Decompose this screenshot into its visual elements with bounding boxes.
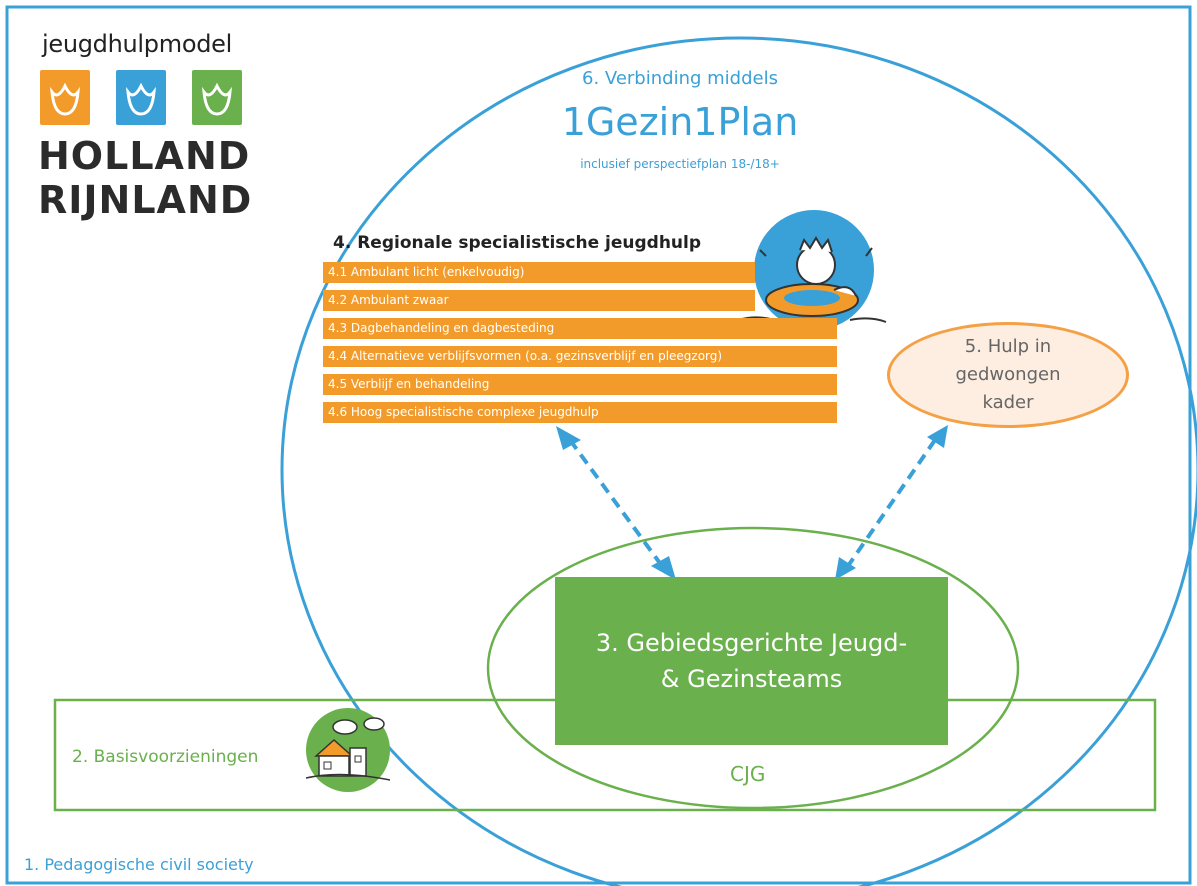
logo-rijnland: RIJNLAND — [38, 178, 253, 222]
tulip-icon — [50, 82, 80, 116]
logo-tile-blue — [116, 70, 166, 125]
logo-holland: HOLLAND — [38, 134, 251, 178]
logo-subtitle: jeugdhulpmodel — [42, 30, 232, 58]
section5-node: 5. Hulp in gedwongen kader — [887, 322, 1129, 428]
arrow-right-head-bottom — [835, 557, 856, 580]
cjg-label: CJG — [730, 762, 766, 786]
child-swim-ring-illustration — [737, 210, 887, 330]
section4-item-6: 4.6 Hoog specialistische complexe jeugdh… — [323, 402, 837, 423]
section5-label: 5. Hulp in gedwongen kader — [955, 336, 1061, 413]
big-circle — [280, 36, 1197, 886]
cjg-ellipse — [486, 526, 1020, 810]
section4-item-2: 4.2 Ambulant zwaar — [323, 290, 755, 311]
section4-item-4: 4.4 Alternatieve verblijfsvormen (o.a. g… — [323, 346, 837, 367]
section6-subtitle: inclusief perspectiefplan 18-/18+ — [580, 157, 780, 171]
arrow-right-head-top — [927, 425, 948, 448]
arrow-right — [846, 438, 937, 568]
section6-plan: 1Gezin1Plan — [561, 100, 799, 144]
section1-label: 1. Pedagogische civil society — [24, 855, 254, 874]
section4-item-3: 4.3 Dagbehandeling en dagbesteding — [323, 318, 837, 339]
house-illustration — [305, 708, 391, 792]
section6-title: 6. Verbinding middels — [582, 68, 778, 89]
section2-label: 2. Basisvoorzieningen — [72, 747, 259, 767]
outer-frame — [5, 5, 1192, 885]
arrow-left-head-bottom — [651, 556, 676, 580]
section3-label: 3. Gebiedsgerichte Jeugd- & Gezinsteams — [595, 629, 908, 693]
tulip-icon — [202, 82, 232, 116]
logo-tile-orange — [40, 70, 90, 125]
section4-item-5: 4.5 Verblijf en behandeling — [323, 374, 837, 395]
section3-node: 3. Gebiedsgerichte Jeugd- & Gezinsteams — [555, 577, 948, 745]
section4-item-1: 4.1 Ambulant licht (enkelvoudig) — [323, 262, 755, 283]
logo-tile-green — [192, 70, 242, 125]
tulip-icon — [126, 82, 156, 116]
arrow-left — [568, 438, 664, 568]
section4-title: 4. Regionale specialistische jeugdhulp — [333, 233, 702, 253]
arrow-left-head-top — [556, 426, 581, 450]
